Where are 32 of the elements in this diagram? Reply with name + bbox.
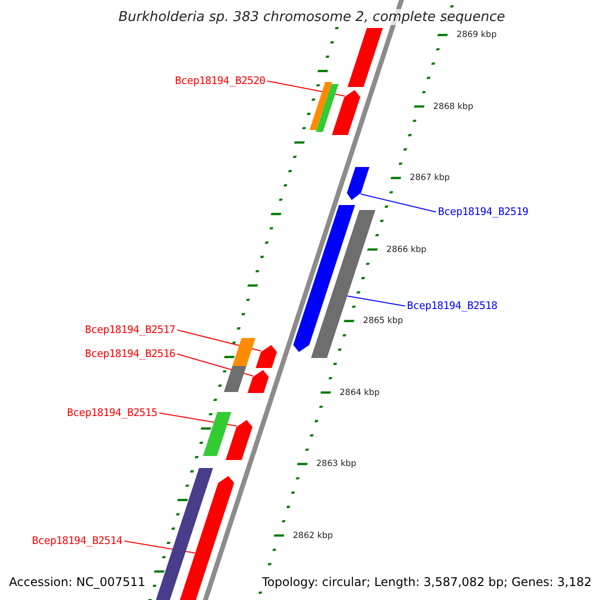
gene-block bbox=[202, 412, 232, 456]
gene-block bbox=[248, 370, 269, 393]
scale-label: 2863 kbp bbox=[316, 459, 356, 469]
gene-block bbox=[316, 84, 339, 132]
leader-line bbox=[346, 296, 406, 306]
gene-block bbox=[346, 167, 370, 200]
scale-label: 2862 kbp bbox=[292, 530, 333, 540]
scale-label: 2866 kbp bbox=[386, 244, 426, 254]
gene-block bbox=[293, 205, 355, 352]
scale-label: 2867 kbp bbox=[410, 173, 450, 183]
gene-label: Bcep18194_B2518 bbox=[407, 300, 498, 312]
gene-block bbox=[256, 345, 277, 368]
leader-line bbox=[360, 194, 436, 212]
map-title: Burkholderia sp. 383 chromosome 2, complete sequence bbox=[118, 9, 506, 25]
accession-text: Accession: NC_007511 bbox=[9, 575, 146, 589]
gene-label: Bcep18194_B2517 bbox=[85, 324, 176, 336]
gene-label: Bcep18194_B2520 bbox=[175, 75, 266, 87]
gene-label: Bcep18194_B2515 bbox=[67, 407, 158, 419]
scale-label: 2868 kbp bbox=[433, 102, 474, 112]
gene-block bbox=[332, 90, 360, 135]
gene-label: Bcep18194_B2519 bbox=[438, 206, 528, 218]
gene-block bbox=[310, 82, 332, 130]
gene-label: Bcep18194_B2514 bbox=[32, 535, 122, 547]
gene-label: Bcep18194_B2516 bbox=[85, 348, 176, 360]
gene-block bbox=[224, 366, 246, 392]
scale-label: 2865 kbp bbox=[363, 316, 404, 326]
genome-stats-text: Topology: circular; Length: 3,587,082 bp; Genes: 3,182 bbox=[262, 575, 592, 589]
gene-block bbox=[348, 28, 383, 87]
scale-label: 2869 kbp bbox=[456, 30, 497, 40]
scale-label: 2864 kbp bbox=[340, 388, 380, 398]
gene-block bbox=[232, 338, 256, 366]
gene-block bbox=[226, 420, 252, 460]
